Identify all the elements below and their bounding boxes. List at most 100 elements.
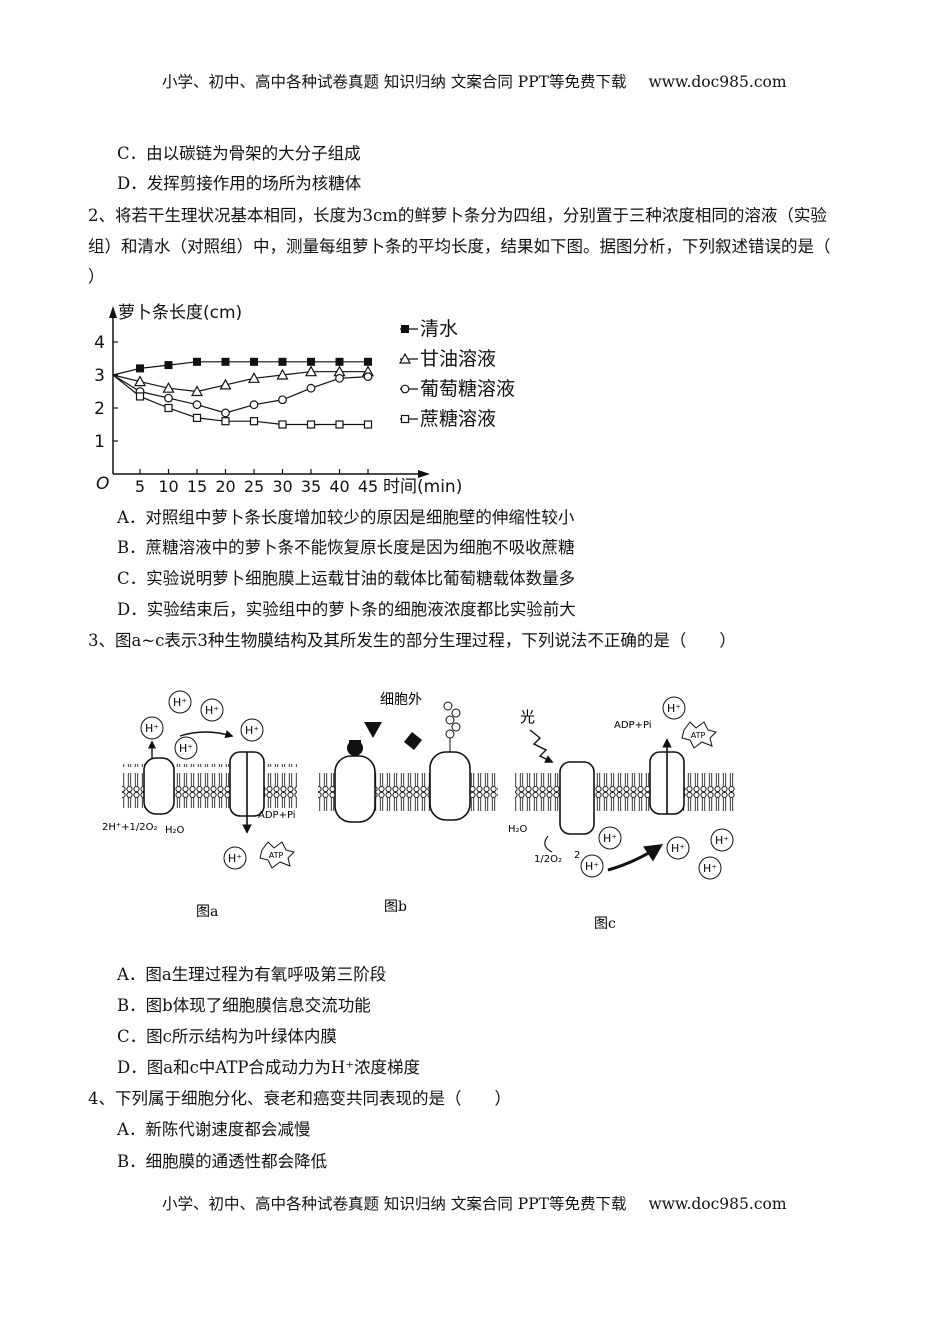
outside-cell-label: 细胞外 [380, 692, 422, 708]
series-3-point-5 [249, 417, 259, 426]
origin-label: O [96, 474, 109, 494]
series-line-0 [112, 361, 368, 376]
series-1-point-2 [162, 381, 175, 393]
series-2-point-5 [249, 400, 259, 410]
figure-a: H⁺ H⁺ H⁺ H⁺ H⁺ H⁺ 2H⁺+1/2O₂ H₂O ADP+Pi A… [102, 690, 297, 920]
adp-pi-label-a: ADP+Pi [258, 810, 296, 821]
q2-option-c: C．实验说明萝卜细胞膜上运载甘油的载体比葡萄糖载体数量多 [117, 569, 576, 588]
legend-label-3: 蔗糖溶液 [420, 408, 496, 430]
q2-option-a: A．对照组中萝卜条长度增加较少的原因是细胞壁的伸缩性较小 [117, 508, 575, 527]
y-tick-label-2: 2 [94, 399, 105, 419]
reaction-a-label: 2H⁺+1/2O₂ [102, 822, 158, 833]
light-ray [529, 729, 554, 763]
h-ion-group-a: H⁺ H⁺ H⁺ H⁺ H⁺ H⁺ [140, 690, 264, 870]
svg-text:H⁺: H⁺ [179, 742, 193, 755]
series-3-point-8 [335, 420, 344, 429]
svg-text:H⁺: H⁺ [667, 702, 681, 715]
y-axis-arrow [109, 306, 117, 318]
glycoprotein-chain [443, 701, 461, 752]
y-tick-label-3: 3 [94, 366, 105, 386]
series-2-point-2 [164, 393, 173, 403]
signal-molecule-triangle [364, 722, 382, 738]
svg-text:ATP: ATP [269, 851, 284, 860]
series-1-point-5 [247, 372, 261, 383]
membrane-bilayer-c [515, 768, 735, 812]
q2-option-d: D．实验结束后，实验组中的萝卜条的细胞液浓度都比实验前大 [117, 600, 576, 619]
series-3-point-3 [192, 413, 202, 422]
legend-marker-0 [401, 325, 409, 333]
series-3-point-1 [135, 392, 145, 401]
series-2-point-7 [306, 383, 316, 393]
half-o2-label: 1/2O₂ [534, 854, 562, 865]
legend-label-1: 甘油溶液 [420, 348, 496, 370]
series-0-point-5 [250, 357, 258, 366]
series-0-point-9 [364, 357, 372, 366]
atp-burst-a [259, 841, 295, 869]
y-axis-label: 萝卜条长度(cm) [118, 303, 242, 323]
x-tick-label-15: 15 [187, 477, 207, 496]
figure-c-label: 图c [594, 916, 616, 932]
svg-text:H⁺: H⁺ [703, 862, 717, 875]
x-tick-label-20: 20 [215, 477, 235, 496]
q2-stem-line2: 组）和清水（对照组）中，测量每组萝卜条的平均长度，结果如下图。据图分析，下列叙述… [88, 237, 831, 256]
series-1-point-4 [219, 378, 232, 390]
series-line-1 [112, 371, 368, 393]
footer-url[interactable]: www.doc985.com [648, 1195, 787, 1213]
figure-b-label: 图b [384, 899, 407, 915]
receptor-protein-1 [334, 755, 376, 823]
legend-marker-3 [400, 414, 410, 424]
series-2-point-8 [335, 373, 344, 383]
legend-label-2: 葡萄糖溶液 [420, 378, 515, 400]
figure-c: 光 ADP+Pi ATP H⁺ H⁺ H⁺ H⁺ H⁺ H⁺ H₂O 1/2O₂… [508, 696, 735, 932]
x-tick-label-45: 45 [358, 477, 378, 496]
series-1-point-1 [133, 375, 147, 387]
series-0-point-6 [278, 357, 287, 366]
svg-text:H⁺: H⁺ [671, 842, 685, 855]
receptor-protein-2 [429, 751, 471, 821]
series-0-point-7 [307, 357, 315, 366]
q2-stem-line3: ） [88, 267, 105, 286]
svg-text:H⁺: H⁺ [205, 704, 219, 717]
series-line-2 [112, 374, 369, 414]
series-0-point-4 [221, 357, 230, 366]
legend-marker-1 [398, 352, 412, 364]
series-3-point-9 [363, 420, 373, 429]
q3-option-a: A．图a生理过程为有氧呼吸第三阶段 [117, 965, 387, 984]
x-tick-label-10: 10 [158, 477, 178, 496]
x-axis-arrow [418, 470, 430, 478]
series-3-point-4 [221, 417, 230, 426]
x-tick-label-5: 5 [135, 477, 145, 496]
svg-text:ATP: ATP [691, 731, 706, 740]
series-0-point-1 [136, 364, 144, 373]
y-tick-label-1: 1 [94, 432, 105, 452]
header-url[interactable]: www.doc985.com [648, 73, 787, 91]
series-3-point-6 [278, 420, 287, 429]
page-header: 小学、初中、高中各种试卷真题 知识归纳 文案合同 PPT等免费下载 www.doc… [162, 70, 787, 92]
svg-text:H⁺: H⁺ [145, 722, 159, 735]
atp-burst-c [681, 721, 717, 749]
q4-option-a: A．新陈代谢速度都会减慢 [117, 1120, 311, 1139]
water-label-a: H₂O [165, 825, 185, 836]
series-2-point-6 [278, 395, 287, 405]
svg-text:H⁺: H⁺ [715, 834, 729, 847]
water-label-c: H₂O [508, 824, 528, 835]
q2-stem-line1: 2、将若干生理状况基本相同，长度为3cm的鲜萝卜条分为四组，分别置于三种浓度相同… [88, 206, 827, 225]
q1-option-c: C．由以碳链为骨架的大分子组成 [117, 144, 361, 163]
svg-text:H⁺: H⁺ [173, 696, 187, 709]
signal-molecule-diamond [404, 732, 422, 750]
svg-text:H⁺: H⁺ [228, 852, 242, 865]
x-tick-label-35: 35 [301, 477, 321, 496]
two-label: 2 [574, 850, 580, 861]
photosystem-protein [559, 761, 595, 835]
x-axis-label: 时间(min) [383, 477, 462, 497]
x-tick-label-40: 40 [329, 477, 349, 496]
series-3-point-2 [164, 403, 173, 413]
x-tick-label-25: 25 [244, 477, 264, 496]
series-0-point-3 [193, 357, 201, 366]
series-0-point-2 [164, 361, 173, 370]
series-2-point-9 [363, 372, 373, 382]
series-line-3 [112, 374, 368, 426]
header-text: 小学、初中、高中各种试卷真题 知识归纳 文案合同 PPT等免费下载 [162, 73, 627, 91]
